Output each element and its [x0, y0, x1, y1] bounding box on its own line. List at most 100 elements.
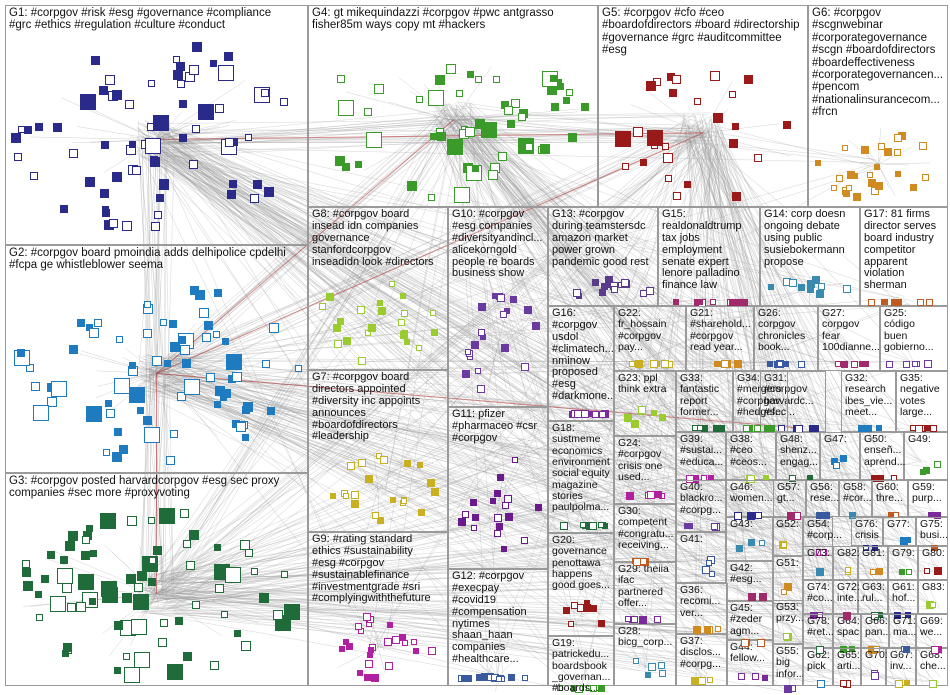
node-g5[interactable]: [672, 75, 681, 84]
node-g8[interactable]: [358, 357, 366, 365]
node-g3[interactable]: [41, 575, 49, 583]
node-g1[interactable]: [218, 65, 234, 81]
node-g11[interactable]: [470, 499, 477, 506]
node-g4[interactable]: [338, 100, 354, 116]
node-g10[interactable]: [510, 296, 517, 303]
node-g47[interactable]: [840, 455, 847, 462]
node-g3[interactable]: [134, 583, 143, 592]
node-g2[interactable]: [112, 452, 122, 462]
node-g5[interactable]: [622, 163, 629, 170]
node-g49[interactable]: [934, 461, 941, 468]
node-g3[interactable]: [281, 571, 288, 578]
node-g40[interactable]: [711, 523, 718, 530]
node-g2[interactable]: [267, 407, 275, 415]
node-g2[interactable]: [137, 407, 144, 414]
node-g8[interactable]: [430, 310, 436, 316]
node-g9[interactable]: [346, 643, 353, 650]
node-g3[interactable]: [137, 571, 147, 581]
node-g40[interactable]: [684, 523, 690, 529]
node-g11[interactable]: [462, 511, 469, 518]
node-g65[interactable]: [840, 680, 847, 687]
node-g2[interactable]: [143, 416, 152, 425]
node-g4[interactable]: [456, 90, 463, 97]
node-g4[interactable]: [540, 144, 550, 154]
node-g47[interactable]: [833, 462, 840, 469]
node-g5[interactable]: [684, 181, 691, 188]
node-g44[interactable]: [752, 673, 759, 680]
node-g9[interactable]: [365, 660, 373, 668]
node-g4[interactable]: [472, 165, 479, 172]
node-g7[interactable]: [380, 456, 388, 464]
node-g1[interactable]: [148, 80, 155, 87]
node-g12[interactable]: [461, 675, 467, 681]
node-g4[interactable]: [335, 156, 345, 166]
node-g5[interactable]: [754, 154, 762, 162]
node-g7[interactable]: [365, 475, 373, 483]
node-g5[interactable]: [615, 131, 631, 147]
node-g33[interactable]: [697, 425, 703, 431]
node-g14[interactable]: [789, 279, 797, 287]
node-g26[interactable]: [777, 361, 783, 367]
node-g7[interactable]: [343, 493, 349, 499]
node-g5[interactable]: [713, 113, 723, 123]
node-g26[interactable]: [783, 361, 789, 367]
node-g3[interactable]: [124, 667, 140, 683]
node-g27[interactable]: [835, 361, 841, 367]
node-g3[interactable]: [114, 667, 121, 674]
node-g4[interactable]: [551, 103, 559, 111]
node-g1[interactable]: [189, 65, 199, 75]
node-g8[interactable]: [398, 319, 405, 326]
node-g8[interactable]: [334, 340, 342, 348]
node-g15[interactable]: [710, 299, 716, 305]
node-g5[interactable]: [710, 71, 720, 81]
node-g3[interactable]: [65, 541, 75, 551]
node-g1[interactable]: [132, 166, 141, 175]
node-g29[interactable]: [631, 616, 638, 623]
node-g2[interactable]: [114, 428, 122, 436]
node-g5[interactable]: [744, 75, 753, 84]
node-g1[interactable]: [192, 42, 202, 52]
node-g1[interactable]: [85, 177, 95, 187]
node-g20[interactable]: [584, 600, 590, 606]
node-g6[interactable]: [884, 148, 892, 156]
node-g1[interactable]: [177, 80, 185, 88]
node-g6[interactable]: [874, 164, 880, 170]
node-g2[interactable]: [166, 456, 175, 465]
node-g25[interactable]: [912, 361, 918, 367]
node-g14[interactable]: [768, 284, 774, 290]
node-g57[interactable]: [787, 512, 795, 520]
node-g6[interactable]: [910, 184, 917, 191]
node-g56[interactable]: [816, 512, 823, 519]
node-g21[interactable]: [714, 361, 720, 367]
node-g3[interactable]: [86, 525, 93, 532]
node-g6[interactable]: [867, 172, 873, 178]
node-g4[interactable]: [407, 181, 417, 191]
node-g1[interactable]: [250, 194, 259, 203]
node-g1[interactable]: [151, 222, 160, 231]
node-g68[interactable]: [929, 680, 937, 688]
node-g6[interactable]: [875, 182, 883, 190]
node-g2[interactable]: [89, 328, 99, 338]
node-g10[interactable]: [500, 311, 507, 318]
node-g10[interactable]: [497, 294, 505, 302]
node-g3[interactable]: [149, 557, 156, 564]
node-g42[interactable]: [748, 593, 756, 601]
node-g2[interactable]: [232, 372, 242, 382]
node-g4[interactable]: [498, 152, 507, 161]
node-g41[interactable]: [702, 566, 710, 574]
node-g7[interactable]: [427, 479, 435, 487]
node-g27[interactable]: [841, 361, 848, 368]
node-g37[interactable]: [707, 677, 713, 683]
node-g12[interactable]: [509, 675, 515, 681]
node-g7[interactable]: [390, 497, 396, 503]
node-g1[interactable]: [192, 125, 200, 133]
node-g2[interactable]: [86, 406, 102, 422]
node-g77[interactable]: [900, 537, 908, 545]
node-g2[interactable]: [17, 349, 25, 357]
node-g44[interactable]: [762, 675, 768, 681]
node-g4[interactable]: [430, 133, 437, 140]
node-g1[interactable]: [69, 149, 78, 158]
node-g28[interactable]: [658, 662, 665, 669]
node-g1[interactable]: [224, 52, 233, 61]
node-g2[interactable]: [164, 360, 171, 367]
